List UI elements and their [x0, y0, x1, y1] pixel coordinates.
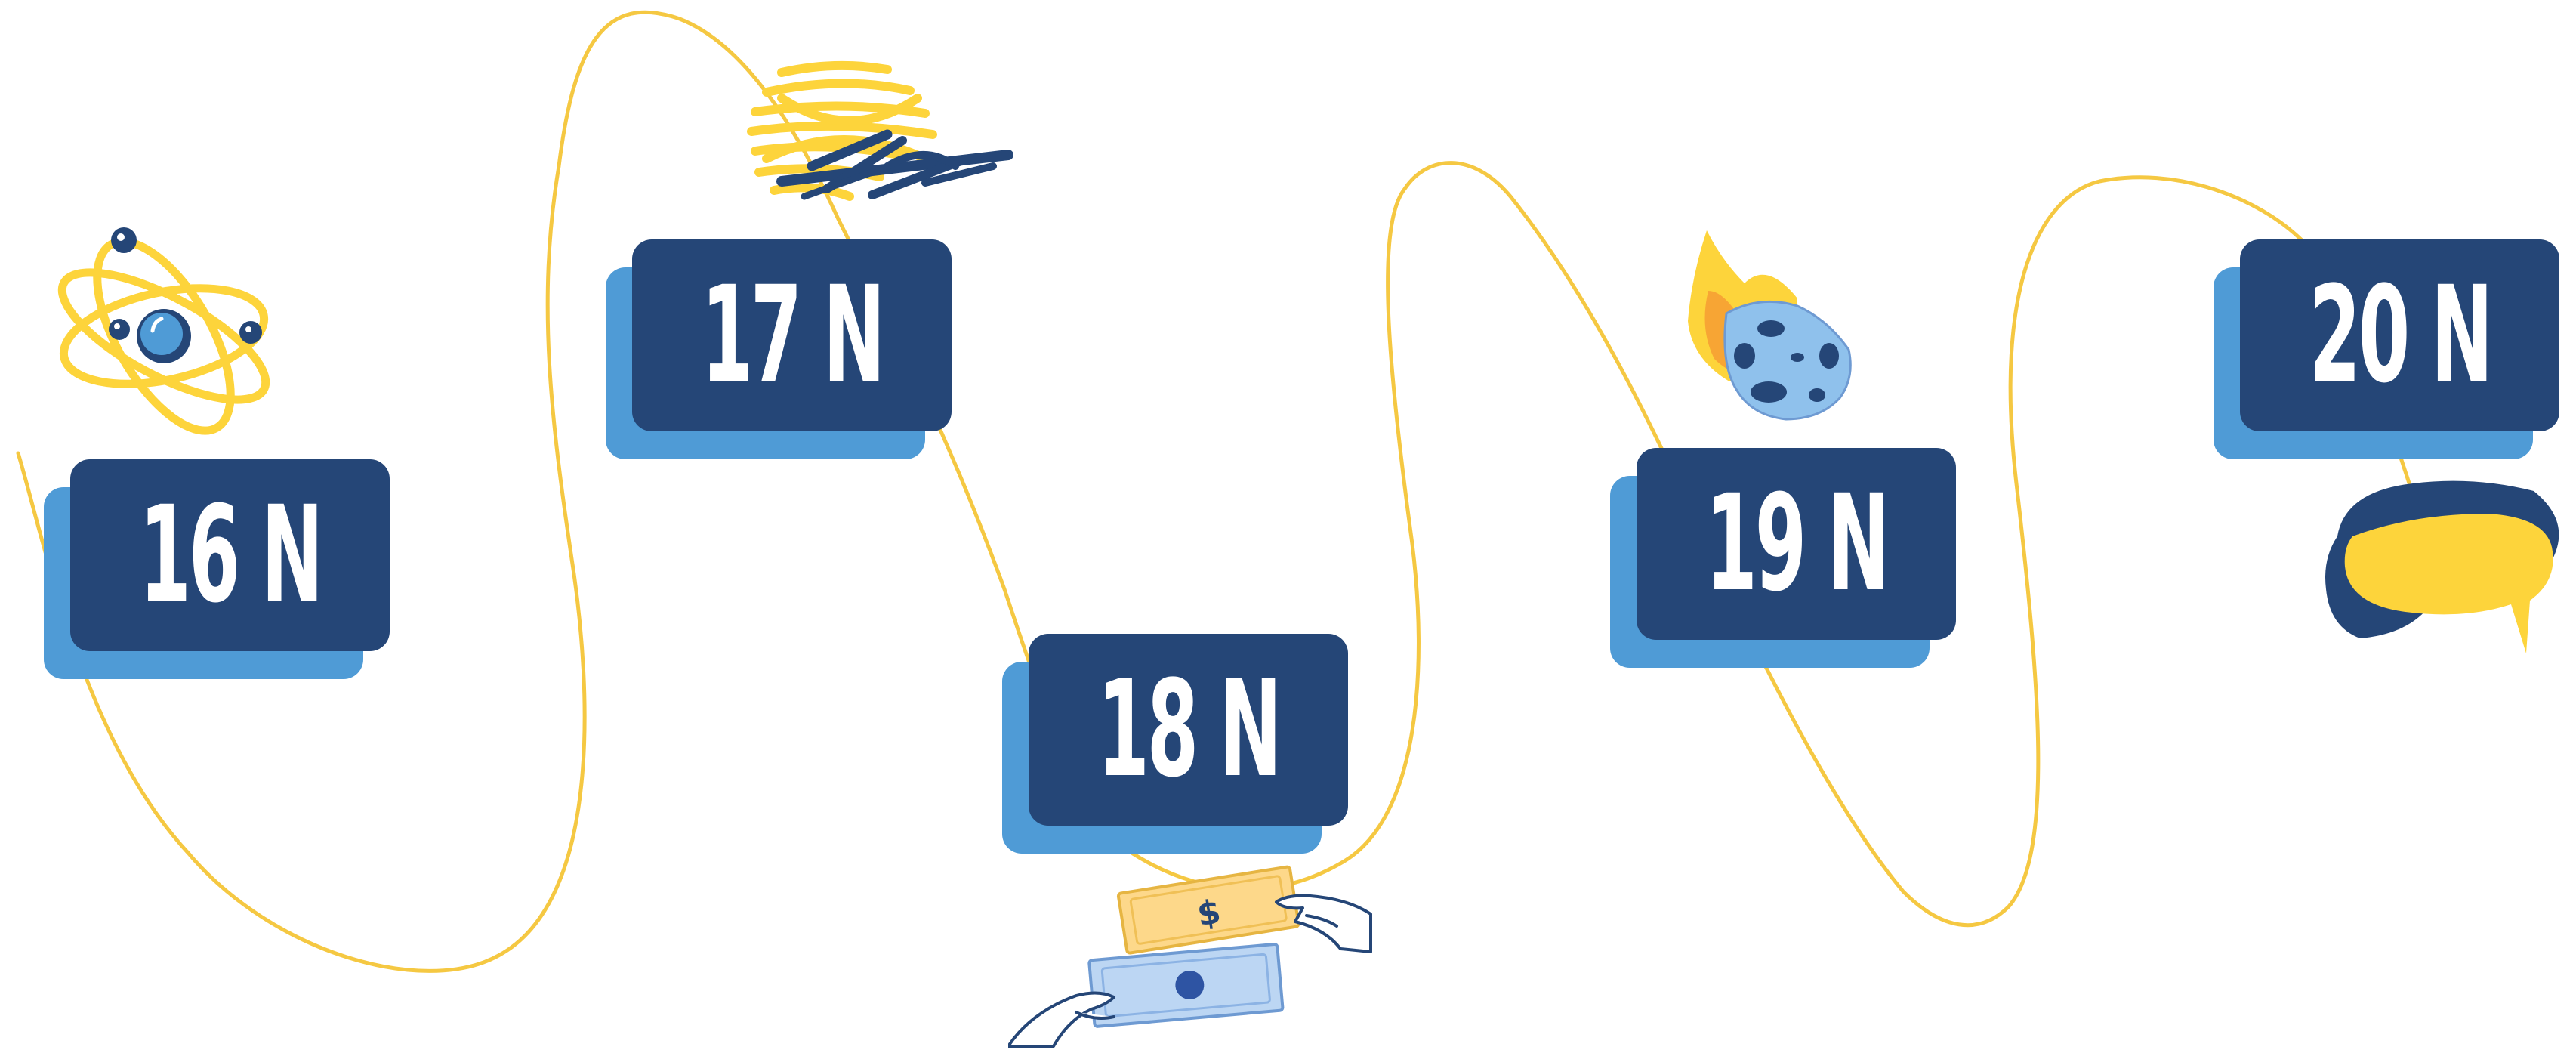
milestone-label: 17 N [632, 239, 952, 431]
milestone-label: 19 N [1637, 448, 1956, 640]
money-exchange-icon: $ [1008, 861, 1386, 1050]
comet-icon [1677, 230, 1858, 427]
milestone-label: 20 N [2240, 239, 2559, 431]
milestone-label: 16 N [70, 459, 390, 651]
speech-bubble-icon [2322, 476, 2564, 665]
scribble-icon [736, 53, 1038, 219]
atom-icon [47, 219, 288, 446]
milestone-label: 18 N [1029, 634, 1348, 826]
